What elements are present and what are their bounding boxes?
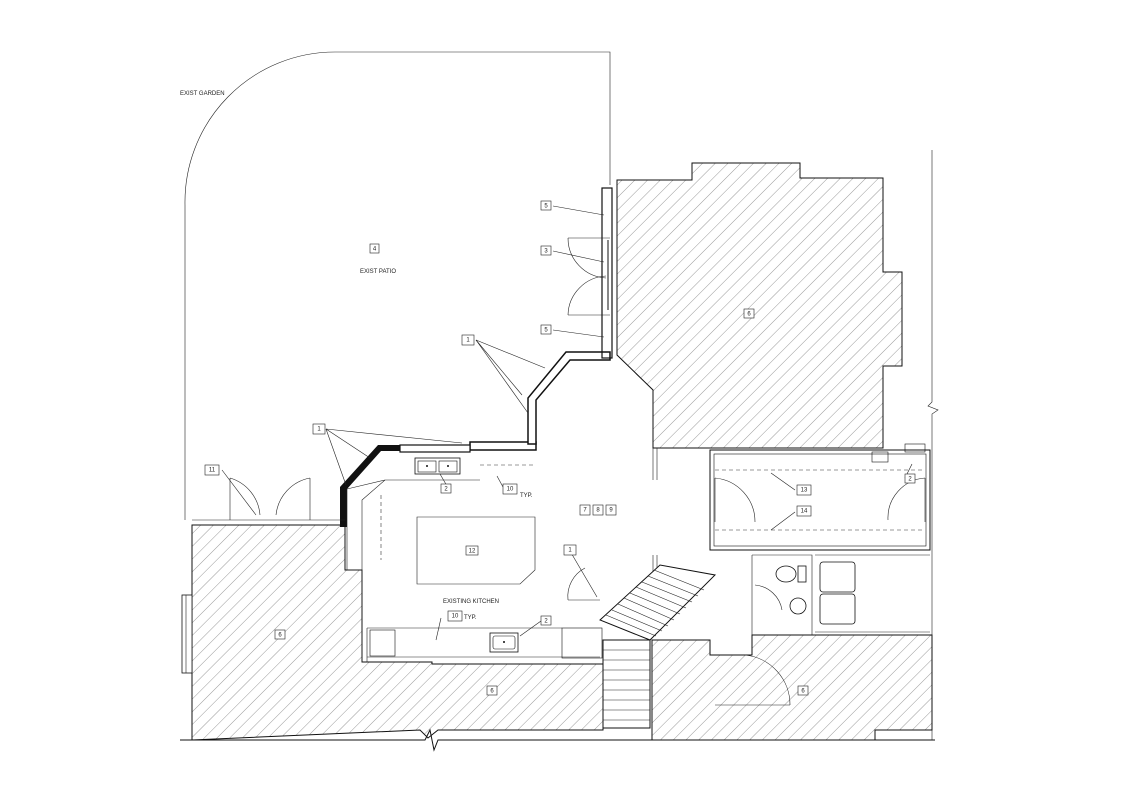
tag-13: 13 [796, 484, 812, 496]
tag-5-upper: 5 [540, 200, 552, 211]
existing-structure-southwest [191, 524, 604, 741]
svg-text:1: 1 [466, 338, 470, 344]
svg-text:12: 12 [469, 549, 476, 555]
tag-5-lower: 5 [540, 324, 552, 335]
toilet [775, 565, 797, 583]
tag-10-south: 10 [447, 610, 463, 622]
tag-2-south: 2 [540, 615, 552, 626]
new-bay-wall [340, 445, 400, 527]
tag-6-southwest: 6 [274, 629, 286, 640]
garden-label: EXIST GARDEN [180, 91, 225, 97]
existing-structure-southeast [651, 634, 933, 741]
svg-text:13: 13 [801, 488, 808, 494]
patio-label: EXIST PATIO [360, 269, 396, 275]
tag-7: 7 [579, 504, 591, 516]
svg-text:5: 5 [544, 328, 548, 334]
svg-text:1: 1 [568, 548, 572, 554]
svg-text:2: 2 [544, 619, 548, 625]
new-wall-segment-upper [601, 187, 613, 359]
svg-text:6: 6 [747, 312, 751, 318]
tag-6-south: 6 [486, 685, 498, 696]
washer [819, 561, 856, 593]
stair-run-upper [599, 564, 717, 641]
svg-text:3: 3 [544, 249, 548, 255]
property-line-right [927, 150, 939, 740]
svg-text:10: 10 [507, 487, 514, 493]
tag-4: 4 [369, 243, 380, 254]
existing-structure-north [616, 162, 903, 449]
kitchen-counter-south [366, 627, 600, 662]
sink-north [414, 457, 461, 475]
tag-11: 11 [204, 464, 220, 476]
east-room-door-swing-right [887, 477, 926, 522]
dryer [819, 593, 856, 625]
kitchen-counter-run [361, 479, 386, 570]
exterior-door-west [192, 477, 345, 521]
patio-door-swing-lower [567, 275, 610, 316]
svg-text:7: 7 [583, 508, 587, 514]
tag-14: 14 [796, 505, 812, 517]
kitchen-east-wall [652, 448, 658, 580]
leader-lines [221, 205, 913, 641]
svg-text:2: 2 [908, 477, 912, 483]
svg-text:8: 8 [596, 508, 600, 514]
typ-label-south: TYP. [464, 615, 477, 621]
svg-text:6: 6 [801, 689, 805, 695]
new-wall-segment-left [399, 444, 471, 453]
tag-2-north: 2 [440, 483, 452, 494]
stair-door-swing [567, 567, 600, 601]
new-bay-angled [527, 351, 611, 445]
tag-1-upper: 1 [461, 334, 475, 346]
tag-6-north: 6 [743, 308, 755, 319]
tag-12: 12 [465, 545, 479, 556]
tag-9: 9 [605, 504, 617, 516]
tag-8: 8 [592, 504, 604, 516]
east-room-door-swing-left [714, 477, 756, 523]
svg-text:5: 5 [544, 204, 548, 210]
svg-text:6: 6 [490, 689, 494, 695]
tag-3: 3 [540, 245, 552, 256]
svg-text:9: 9 [609, 508, 613, 514]
ground-line-south [180, 728, 935, 752]
kitchen-label: EXISTING KITCHEN [443, 599, 499, 605]
svg-text:2: 2 [444, 487, 448, 493]
kitchen-island [416, 516, 536, 585]
stair-run-lower [602, 639, 651, 729]
tag-2-east: 2 [904, 473, 916, 484]
hall-door-swing [715, 654, 791, 706]
new-wall-segment-mid [469, 441, 537, 451]
typ-label-north: TYP. [520, 493, 533, 499]
tag-6-southeast: 6 [797, 685, 809, 696]
patio-door-swing-upper [567, 237, 610, 279]
tag-10-north: 10 [502, 483, 518, 495]
stair-treads-upper [605, 569, 705, 637]
svg-text:4: 4 [373, 247, 377, 253]
stair-treads-lower [603, 649, 650, 721]
garden-boundary [184, 51, 611, 520]
svg-text:14: 14 [801, 509, 808, 515]
tag-1-left: 1 [312, 423, 326, 435]
bath-door-swing [754, 584, 783, 611]
svg-text:10: 10 [452, 614, 459, 620]
svg-text:6: 6 [278, 633, 282, 639]
svg-text:1: 1 [317, 427, 321, 433]
window-west [181, 594, 193, 674]
east-room [709, 449, 931, 551]
bath-walls [751, 554, 930, 635]
svg-text:11: 11 [209, 468, 216, 474]
lavatory [789, 597, 807, 615]
tag-1-stair: 1 [563, 544, 577, 556]
